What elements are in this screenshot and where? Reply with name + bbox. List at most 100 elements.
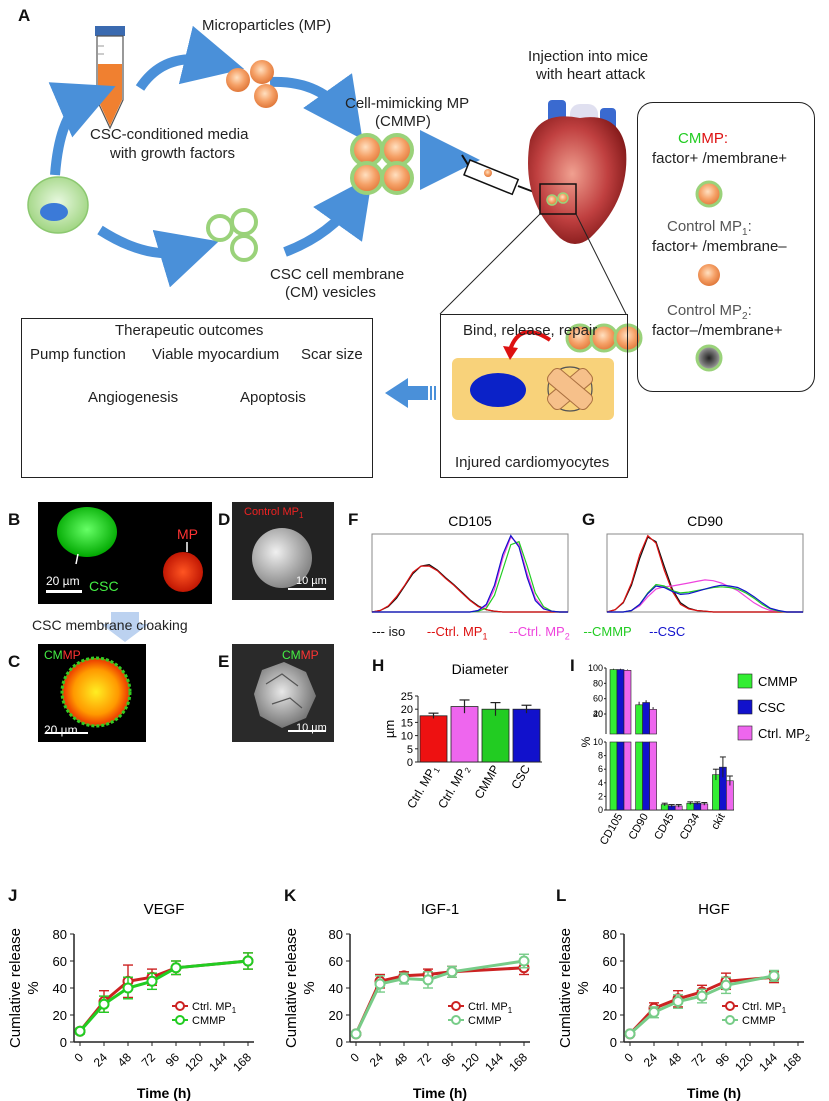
bar-upper (623, 670, 632, 735)
mp-icon (226, 68, 250, 92)
bar-lower (616, 741, 625, 811)
panel-label-j: J (8, 886, 18, 905)
label-microparticles: Microparticles (MP) (202, 17, 332, 34)
repair-cells: Injured cardiomyocytes (455, 454, 610, 471)
y-tick-label: 20 (603, 1008, 617, 1023)
x-tick-label: 168 (230, 1050, 254, 1074)
bar (450, 706, 479, 763)
x-tick-label: CSC (508, 762, 533, 791)
heart-icon (528, 100, 627, 244)
legend-mp1-desc: factor+ /membrane– (652, 238, 787, 255)
legend-label: CSC (758, 700, 785, 715)
bar-upper (649, 709, 657, 735)
scale-e: 10 µm (296, 722, 327, 734)
bar-upper (609, 669, 618, 735)
panel-label-b: B (8, 510, 21, 529)
legend-marker (451, 1001, 461, 1011)
bar-upper (616, 669, 625, 735)
label-injection-2: with heart attack (536, 66, 646, 83)
data-point (398, 973, 410, 985)
legend-mp2-icon (695, 344, 723, 372)
legend-label: CMMP (742, 1015, 776, 1027)
bar (481, 708, 510, 763)
y-tick-label: 80 (329, 927, 343, 942)
x-axis-label: Time (h) (413, 1085, 467, 1101)
label-vesicles-1: CSC cell membrane (270, 266, 405, 283)
legend-swatch (737, 725, 753, 741)
panel-label-g: G (582, 510, 596, 529)
legend-marker (451, 1015, 461, 1025)
legend-marker (725, 1001, 735, 1011)
data-point (122, 982, 134, 994)
release-arrow-icon (508, 330, 552, 351)
histogram-series-0 (371, 563, 568, 613)
y-tick-label: 80 (593, 678, 603, 688)
legend-cmmp-icon (695, 180, 723, 208)
legend-label: Ctrl. MP1 (468, 1001, 513, 1015)
y-tick-label: 80 (53, 927, 67, 942)
y-tick-label: 60 (53, 954, 67, 969)
y-axis-label: Cumlative release (7, 928, 24, 1048)
bar-lower (642, 741, 650, 811)
histogram-series-4 (372, 534, 568, 613)
y-tick-label: 25 (401, 691, 413, 703)
x-tick-label: 168 (780, 1050, 804, 1074)
repair-box (440, 314, 628, 478)
flow-legend-mp1: --Ctrl. MP1 (426, 624, 488, 642)
y-tick-label: 40 (329, 981, 343, 996)
label-c: CMMP (44, 648, 81, 662)
bar-lower (609, 741, 618, 811)
label-cloaking: CSC membrane cloaking (32, 617, 188, 633)
panel-label-f: F (348, 510, 359, 529)
legend-swatch (737, 699, 753, 715)
label-media-2: with growth factors (110, 145, 236, 162)
histogram-series-1 (371, 565, 568, 613)
bar-upper (635, 704, 643, 735)
legend-label: Ctrl. MP1 (742, 1001, 787, 1015)
data-point (74, 1025, 86, 1037)
x-tick-label: 48 (115, 1050, 135, 1070)
outcome-viable: Viable myocardium (152, 346, 280, 363)
y-tick-label: 5 (407, 744, 413, 756)
axis-break (604, 735, 736, 741)
y-tick-label: 40 (593, 709, 603, 719)
x-tick-label: CD45 (652, 812, 676, 842)
y-tick-label: 4 (598, 778, 603, 788)
y-tick-label: 20 (53, 1008, 67, 1023)
x-tick-label: 72 (689, 1050, 709, 1070)
histogram-series-1 (606, 534, 803, 613)
data-point (170, 962, 182, 974)
chart-title: VEGF (144, 901, 185, 918)
y-tick-label: 40 (603, 981, 617, 996)
arrow-tube-to-mp (135, 25, 245, 91)
data-point (146, 975, 158, 987)
x-tick-label: CD34 (678, 812, 702, 842)
x-tick-label: 48 (391, 1050, 411, 1070)
bar-lower (635, 741, 643, 811)
arrow-cell-to-tube (48, 82, 116, 176)
histogram-series-0 (606, 536, 803, 613)
x-tick-label: 144 (756, 1050, 780, 1074)
y-tick-label: 0 (336, 1035, 343, 1050)
data-point (242, 955, 254, 967)
x-tick-label: 24 (91, 1050, 111, 1070)
legend-swatch (737, 673, 753, 689)
x-axis-label: Time (h) (687, 1085, 741, 1101)
flow-legend-csc: --CSC (649, 624, 686, 639)
outcome-angiogenesis: Angiogenesis (88, 389, 179, 406)
legend-mp1-icon (698, 264, 720, 286)
series-line-1 (78, 959, 249, 1033)
legend-cmmp-title: CMMP: (678, 130, 728, 147)
y-tick-label: 60 (329, 954, 343, 969)
y-tick-label: 20 (329, 1008, 343, 1023)
panel-label-c: C (8, 652, 21, 671)
micrograph-c (38, 644, 146, 742)
legend-mp2-title: Control MP2: (667, 302, 752, 322)
label-vesicles-2: (CM) vesicles (285, 284, 376, 301)
y-tick-label: 10 (401, 731, 413, 743)
panel-label-k: K (284, 886, 297, 905)
bar-lower (649, 741, 657, 811)
legend-mp1-title: Control MP1: (667, 218, 752, 238)
